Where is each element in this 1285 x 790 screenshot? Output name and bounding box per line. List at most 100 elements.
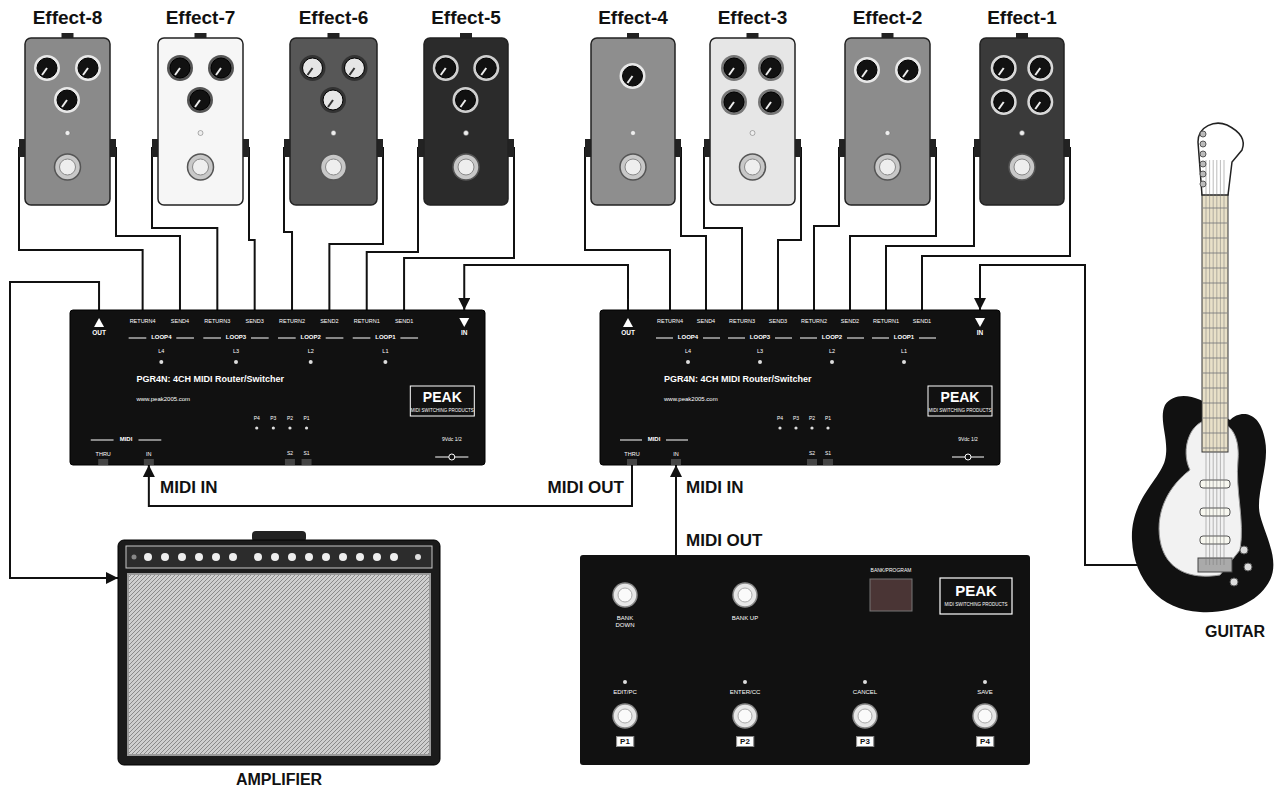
panel-text: PEAK bbox=[941, 389, 980, 405]
panel-text: SEND2 bbox=[320, 318, 338, 324]
amp-knob bbox=[373, 553, 381, 561]
pedal-label: Effect-5 bbox=[431, 7, 501, 29]
knob-ring bbox=[620, 63, 646, 89]
panel-text: www.peak2005.com bbox=[136, 396, 190, 403]
knob bbox=[724, 58, 744, 78]
knob-pointer bbox=[1035, 102, 1040, 109]
knob-pointer bbox=[1035, 68, 1040, 75]
knob bbox=[724, 92, 744, 112]
knob bbox=[190, 90, 210, 110]
string bbox=[1220, 160, 1221, 565]
loop-dash bbox=[176, 338, 194, 339]
tuner bbox=[1200, 181, 1206, 187]
panel-text: P2 bbox=[809, 416, 815, 422]
pickup bbox=[1200, 508, 1230, 516]
panel-text: RETURN4 bbox=[657, 318, 683, 324]
cable bbox=[464, 265, 628, 310]
loop-led bbox=[830, 360, 834, 364]
panel-text: L2 bbox=[829, 348, 835, 354]
knob-pointer bbox=[62, 100, 67, 107]
power-jack bbox=[965, 454, 971, 460]
knob-ring bbox=[320, 87, 346, 113]
led bbox=[863, 680, 867, 684]
midi-router: OUTRETURN4SEND4RETURN3SEND3RETURN2SEND2R… bbox=[600, 310, 1000, 465]
loop-dash bbox=[400, 338, 418, 339]
illustration-group bbox=[704, 33, 801, 205]
pedal-body bbox=[424, 38, 508, 205]
preset-led bbox=[305, 426, 308, 429]
panel-text: BANK DOWN bbox=[610, 615, 640, 629]
power-jack bbox=[449, 454, 455, 460]
knob-ring bbox=[473, 55, 499, 81]
panel-text: RETURN1 bbox=[354, 318, 380, 324]
amp-knob bbox=[305, 553, 313, 561]
panel-text: L3 bbox=[233, 348, 239, 354]
knob-pointer bbox=[441, 68, 446, 75]
bridge bbox=[1198, 558, 1232, 572]
panel-text: EDIT/PC bbox=[613, 689, 637, 696]
knob-ring bbox=[854, 57, 880, 83]
footswitch-cap bbox=[745, 159, 761, 175]
knob bbox=[170, 58, 190, 78]
knob-pointer bbox=[42, 68, 47, 75]
panel-text: SEND2 bbox=[841, 318, 859, 324]
illustration-group bbox=[152, 33, 249, 205]
led bbox=[743, 680, 747, 684]
preset-led bbox=[255, 426, 258, 429]
bottom-jack bbox=[807, 459, 817, 465]
knob bbox=[57, 90, 77, 110]
illustration-group bbox=[418, 33, 514, 205]
panel-text: MIDI SWITCHING PRODUCTS bbox=[929, 408, 992, 413]
pedal-label: Effect-3 bbox=[718, 7, 788, 29]
panel-text: SEND4 bbox=[171, 318, 189, 324]
footswitch bbox=[973, 704, 997, 728]
loop-led bbox=[686, 360, 690, 364]
string bbox=[1206, 160, 1207, 565]
panel-text: P3 bbox=[270, 416, 276, 422]
control-panel bbox=[126, 546, 432, 568]
panel-text: GUITAR bbox=[1205, 623, 1265, 641]
effect-pedal: Effect-5 bbox=[424, 38, 508, 205]
panel-text: MIDI SWITCHING PRODUCTS bbox=[411, 408, 474, 413]
knob bbox=[436, 58, 456, 78]
pickup bbox=[1200, 480, 1230, 488]
preset-led bbox=[810, 426, 813, 429]
preset-led bbox=[826, 426, 829, 429]
amp-jack bbox=[132, 555, 137, 560]
loop-dash bbox=[129, 338, 147, 339]
panel-text: P2 bbox=[736, 736, 754, 747]
illustration-group bbox=[284, 33, 383, 205]
loop-led bbox=[758, 360, 762, 364]
bottom-jack bbox=[98, 459, 108, 465]
pickguard bbox=[1159, 420, 1241, 576]
logo-box bbox=[940, 578, 1012, 614]
cable-label: MIDI OUT bbox=[548, 478, 625, 498]
cable-label: MIDI IN bbox=[686, 478, 744, 498]
footswitch bbox=[733, 583, 757, 607]
led bbox=[623, 680, 627, 684]
illustration-group bbox=[585, 33, 681, 205]
footswitch bbox=[733, 704, 757, 728]
led bbox=[65, 131, 70, 136]
string bbox=[1216, 160, 1217, 565]
bottom-jack bbox=[144, 459, 154, 465]
panel-text: PEAK bbox=[955, 582, 997, 599]
panel-text: P4 bbox=[777, 416, 783, 422]
pedal-label: Effect-6 bbox=[299, 7, 369, 29]
footswitch bbox=[740, 154, 766, 180]
midi-router: OUTRETURN4SEND4RETURN3SEND3RETURN2SEND2R… bbox=[70, 310, 485, 465]
amp-knob bbox=[254, 553, 262, 561]
display bbox=[870, 579, 912, 611]
control-knob bbox=[1244, 563, 1252, 571]
knob-pointer bbox=[729, 102, 734, 109]
knob-ring bbox=[991, 55, 1017, 81]
bottom-jack bbox=[627, 459, 637, 465]
tuner bbox=[1200, 171, 1206, 177]
knob bbox=[898, 60, 918, 80]
knob-ring bbox=[433, 55, 459, 81]
footswitch bbox=[613, 704, 637, 728]
logo-box bbox=[410, 386, 474, 416]
pedal-body bbox=[980, 38, 1064, 205]
